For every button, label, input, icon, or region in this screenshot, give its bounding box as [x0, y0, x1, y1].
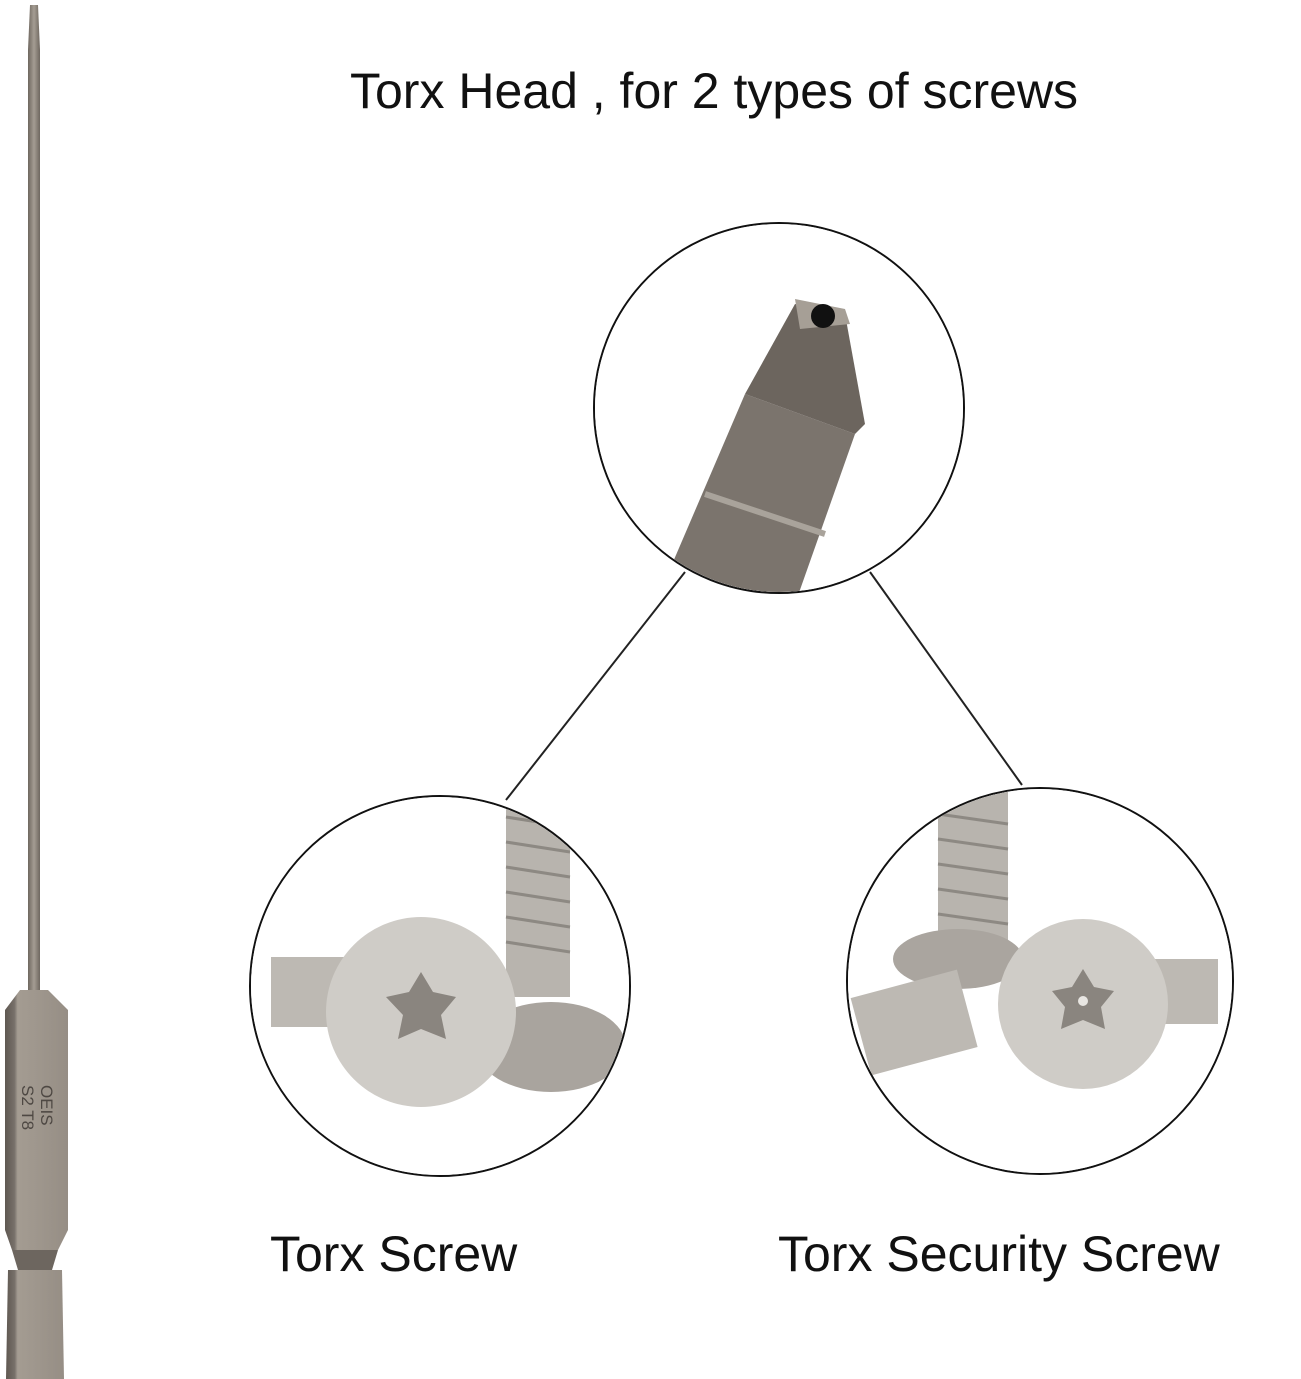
torx-screw-label: Torx Screw: [270, 1226, 518, 1282]
torx-bit-image: [5, 5, 68, 1379]
torx-security-screw-closeup: [846, 787, 1234, 1175]
torx-security-screw-label: Torx Security Screw: [778, 1226, 1220, 1282]
torx-tip-closeup: [593, 222, 965, 594]
page-title: Torx Head , for 2 types of screws: [350, 63, 1079, 119]
torx-screw-closeup: [249, 795, 631, 1177]
